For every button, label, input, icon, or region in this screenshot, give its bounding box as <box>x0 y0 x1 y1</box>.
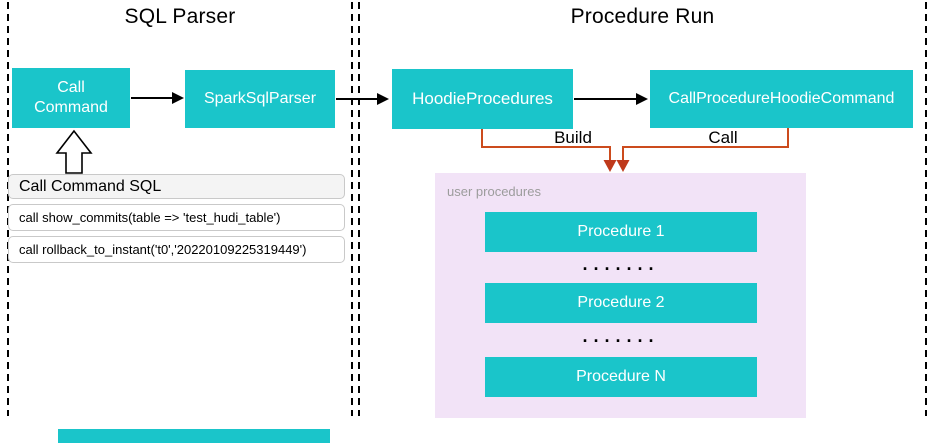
ellipsis-dots: ······· <box>582 331 660 351</box>
call-connector <box>616 128 789 172</box>
call-edge-label: Call <box>708 128 738 147</box>
ellipsis-dots: ······· <box>582 259 660 279</box>
build-edge-label: Build <box>554 128 592 147</box>
arrow-callcommand-to-sparksqlparser <box>131 92 184 104</box>
procedure-2-box: Procedure 2 <box>485 283 757 323</box>
arrow-sparksqlparser-to-hoodieprocedures <box>336 93 389 105</box>
sql-panel-header: Call Command SQL <box>8 174 345 199</box>
up-arrow <box>55 129 93 174</box>
sql-parser-section-title: SQL Parser <box>124 5 236 28</box>
call-command-label: Call Command <box>34 79 108 116</box>
call-procedure-hoodie-command-node: CallProcedureHoodieCommand <box>650 70 913 128</box>
arrow-hoodieprocedures-to-callprocedure <box>574 93 648 105</box>
user-procedures-label: user procedures <box>447 184 541 199</box>
procedure-run-section-title: Procedure Run <box>570 5 715 28</box>
procedure-n-box: Procedure N <box>485 357 757 397</box>
spark-sql-parser-node: SparkSqlParser <box>185 70 335 128</box>
call-command-sql-panel: Call Command SQL call show_commits(table… <box>8 174 345 268</box>
build-connector <box>481 129 617 172</box>
spark-sql-parser-label: SparkSqlParser <box>203 90 317 107</box>
clipped-teal-box <box>58 429 330 443</box>
sql-statement-row: call show_commits(table => 'test_hudi_ta… <box>8 204 345 231</box>
procedure-1-box: Procedure 1 <box>485 212 757 252</box>
call-procedure-hoodie-command-label: CallProcedureHoodieCommand <box>668 90 895 107</box>
call-command-node: Call Command <box>12 68 130 128</box>
sql-statement-row: call rollback_to_instant('t0','202201092… <box>8 236 345 263</box>
hoodie-procedures-node: HoodieProcedures <box>392 69 573 129</box>
hoodie-procedures-label: HoodieProcedures <box>412 89 553 109</box>
